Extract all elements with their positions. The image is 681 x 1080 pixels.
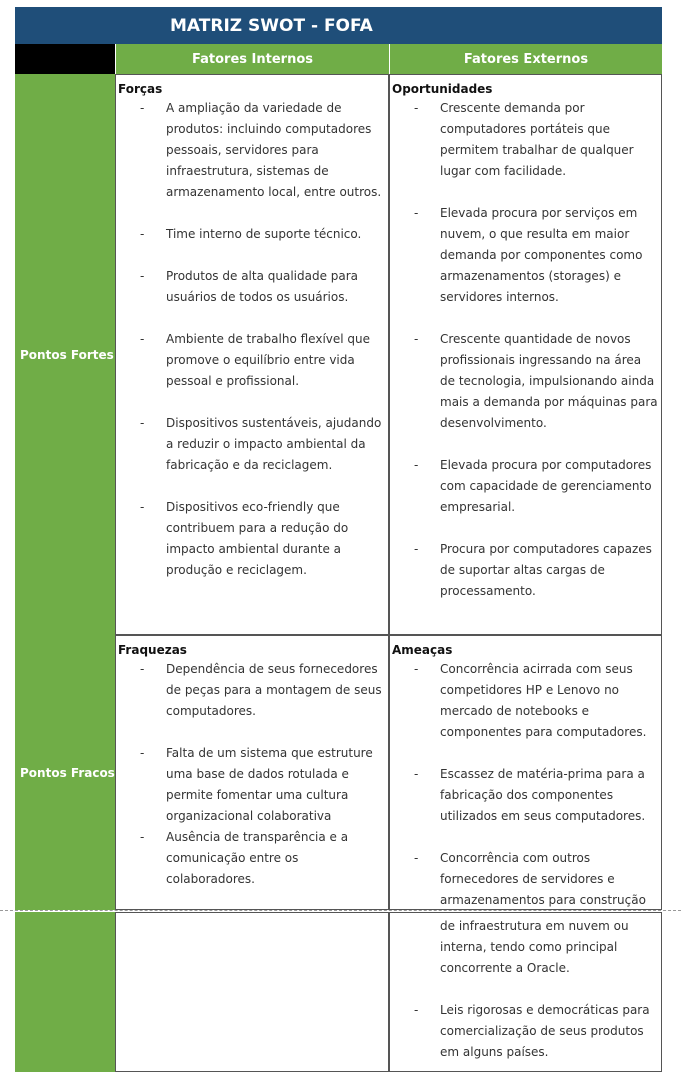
fraquezas-title: Fraquezas: [118, 643, 187, 657]
list-item: Crescente demanda por computadores portá…: [390, 98, 661, 182]
list-item: Procura por computadores capazes de supo…: [390, 539, 661, 602]
cell-ameacas: Ameaças Concorrência acirrada com seus c…: [389, 635, 662, 910]
header-external-factors: Fatores Externos: [389, 44, 662, 74]
cell-forcas: Forças A ampliação da variedade de produ…: [115, 74, 389, 635]
cell-oportunidades: Oportunidades Crescente demanda por comp…: [389, 74, 662, 635]
row-label-continuation: [15, 912, 115, 1072]
fraquezas-list: Dependência de seus fornecedores de peça…: [116, 659, 388, 890]
list-item: A ampliação da variedade de produtos: in…: [116, 98, 388, 203]
list-item: Ausência de transparência e a comunicaçã…: [116, 827, 388, 890]
list-item: Leis rigorosas e democráticas para comer…: [390, 1000, 661, 1063]
ameacas-continued-list: Leis rigorosas e democráticas para comer…: [390, 1000, 661, 1063]
cell-ameacas-continued: de infraestrutura em nuvem ou interna, t…: [389, 912, 662, 1072]
forcas-title: Forças: [118, 82, 163, 96]
cell-fraquezas-continued: [115, 912, 389, 1072]
oportunidades-list: Crescente demanda por computadores portá…: [390, 98, 661, 602]
list-item: Produtos de alta qualidade para usuários…: [116, 266, 388, 308]
list-item: Dispositivos eco-friendly que contribuem…: [116, 497, 388, 581]
list-item: Elevada procura por computadores com cap…: [390, 455, 661, 518]
forcas-list: A ampliação da variedade de produtos: in…: [116, 98, 388, 581]
cell-fraquezas: Fraquezas Dependência de seus fornecedor…: [115, 635, 389, 910]
list-item: Concorrência com outros fornecedores de …: [390, 848, 661, 909]
list-item: Concorrência acirrada com seus competido…: [390, 659, 661, 743]
page-title: MATRIZ SWOT - FOFA: [15, 7, 662, 44]
list-item: Elevada procura por serviços em nuvem, o…: [390, 203, 661, 308]
list-item: Ambiente de trabalho flexível que promov…: [116, 329, 388, 392]
list-item: Falta de um sistema que estruture uma ba…: [116, 743, 388, 827]
list-item: Dispositivos sustentáveis, ajudando a re…: [116, 413, 388, 476]
oportunidades-title: Oportunidades: [392, 82, 493, 96]
row-label-pontos-fracos: Pontos Fracos: [15, 635, 115, 910]
ameacas-continued-text: de infraestrutura em nuvem ou interna, t…: [440, 919, 629, 975]
header-internal-factors: Fatores Internos: [115, 44, 389, 74]
page-break-divider: [0, 910, 681, 911]
list-item: Time interno de suporte técnico.: [116, 224, 388, 245]
list-item: Crescente quantidade de novos profission…: [390, 329, 661, 434]
ameacas-list: Concorrência acirrada com seus competido…: [390, 659, 661, 909]
list-item: Dependência de seus fornecedores de peça…: [116, 659, 388, 722]
list-item: Escassez de matéria-prima para a fabrica…: [390, 764, 661, 827]
ameacas-title: Ameaças: [392, 643, 453, 657]
row-label-pontos-fortes: Pontos Fortes: [15, 74, 115, 635]
header-corner: [15, 44, 115, 74]
